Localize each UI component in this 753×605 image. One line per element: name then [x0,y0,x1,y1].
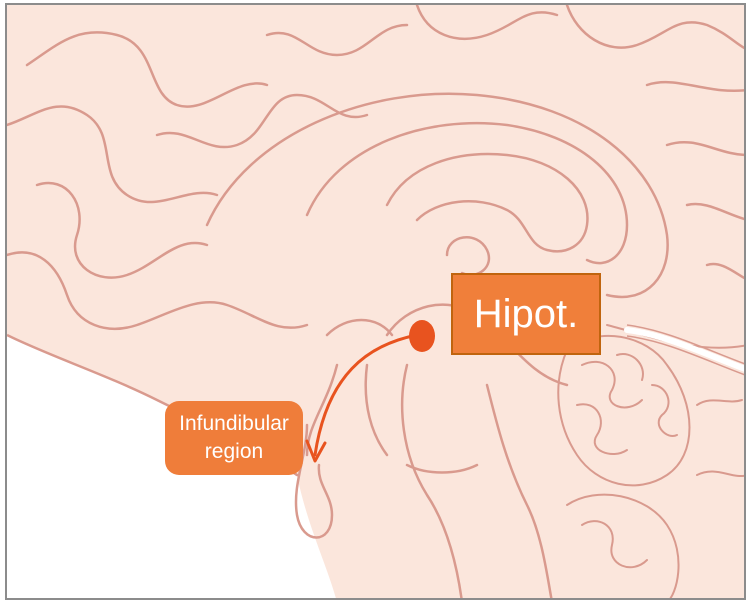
infundibular-region-label: Infundibular region [165,401,303,475]
hypothalamus-label: Hipot. [451,273,601,355]
diagram-frame: Hipot. Infundibular region [5,3,746,600]
hypothalamus-dot [409,320,435,352]
brain-sagittal-illustration [7,5,746,600]
brain-tissue [7,5,746,600]
